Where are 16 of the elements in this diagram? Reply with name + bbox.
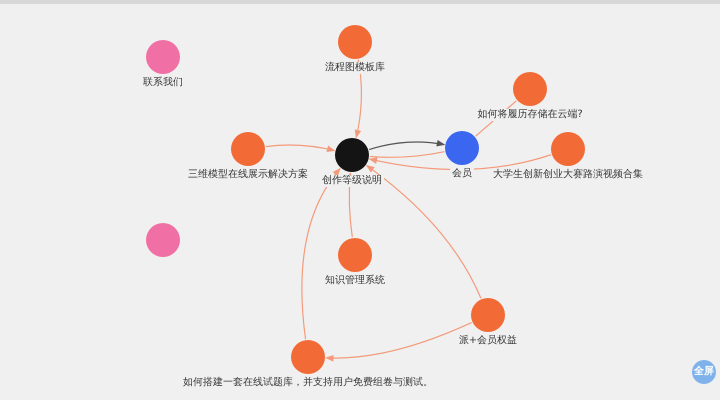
node-label: 创作等级说明 [320, 175, 384, 187]
arrow [325, 322, 472, 362]
node-label: 联系我们 [141, 77, 185, 89]
node-label: 知识管理系统 [323, 275, 387, 287]
node-label: 会员 [450, 168, 474, 180]
node-label: 派+会员权益 [456, 335, 520, 347]
arrow [368, 154, 552, 170]
node-label: 大学生创新创业大赛路演视频合集 [491, 169, 645, 181]
node-label: 如何将履历存储在云端? [475, 109, 585, 121]
arrow [366, 164, 482, 299]
arrow [301, 168, 341, 340]
node-label: 三维模型在线展示解决方案 [186, 169, 310, 181]
fullscreen-button: 全屏 [692, 360, 716, 384]
arrow [368, 140, 446, 150]
arrow [266, 144, 336, 152]
node-label: 流程图模板库 [323, 62, 387, 74]
